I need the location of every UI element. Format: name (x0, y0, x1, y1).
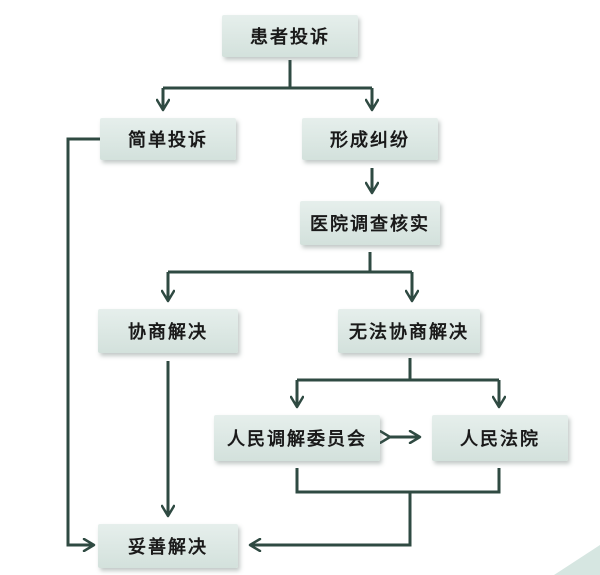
arrow-simple-to-resolution (66, 137, 100, 545)
node-proper-resolution: 妥善解决 (98, 524, 238, 568)
connector-investigation-split (168, 252, 412, 274)
node-peoples-court: 人民法院 (432, 415, 568, 461)
node-simple-complaint: 简单投诉 (100, 118, 236, 160)
node-mediation-committee: 人民调解委员会 (214, 415, 380, 461)
node-negotiation-failed: 无法协商解决 (338, 309, 480, 353)
node-patient-complaint: 患者投诉 (222, 15, 358, 57)
node-hospital-investigation: 医院调查核实 (300, 201, 440, 245)
node-dispute-formed: 形成纠纷 (302, 118, 438, 160)
corner-decoration (554, 545, 600, 575)
connector-failed-split (297, 358, 499, 382)
node-negotiated-resolution: 协商解决 (98, 309, 238, 353)
connector-bottom-merge (250, 468, 501, 545)
connector-complaint-split (163, 60, 372, 90)
